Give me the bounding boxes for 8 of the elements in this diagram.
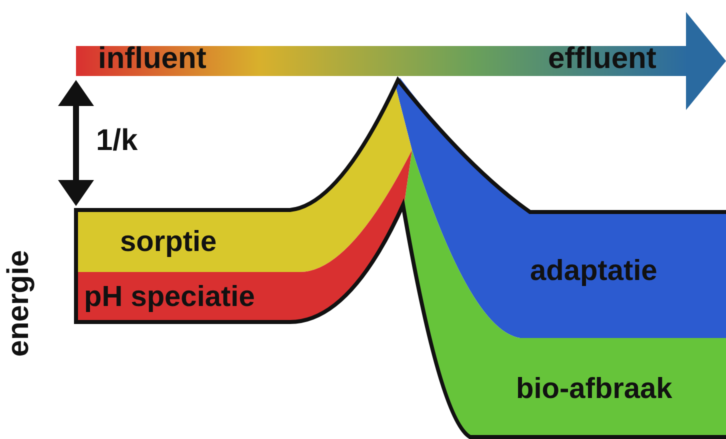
band-label: pH speciatie	[84, 283, 255, 312]
arrow-label: effluent	[548, 44, 656, 74]
axis-label: energie	[4, 250, 34, 357]
band-label: adaptatie	[530, 257, 658, 286]
band-label: sorptie	[120, 228, 217, 257]
arrow-label: influent	[98, 44, 206, 74]
band-label: bio-afbraak	[516, 375, 672, 404]
rate-label: 1/k	[96, 126, 138, 156]
